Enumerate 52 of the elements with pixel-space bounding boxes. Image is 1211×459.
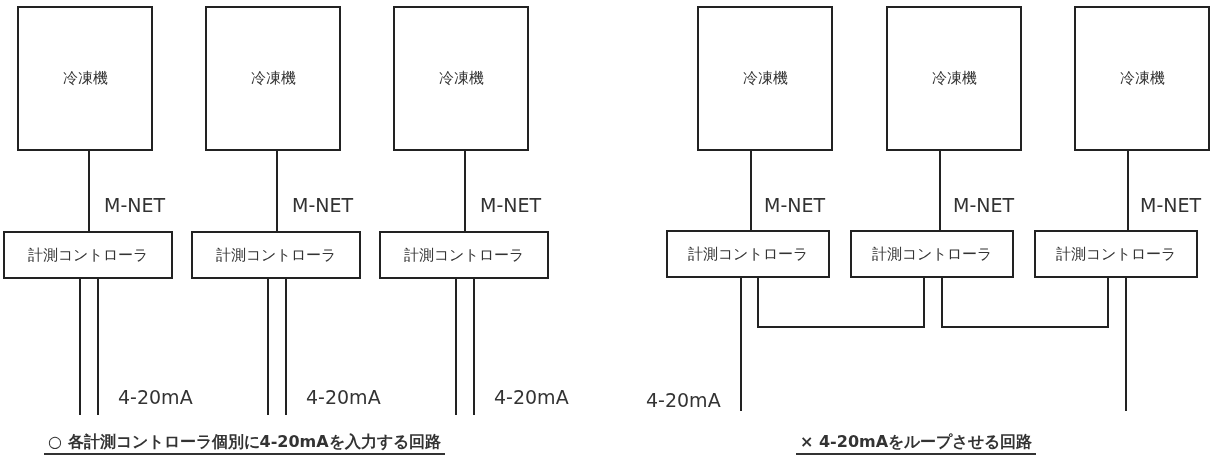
box-label: 計測コントローラ [872, 244, 992, 264]
connection-line [1127, 150, 1129, 231]
chiller-box [17, 6, 153, 151]
chiller-box [697, 6, 833, 151]
edge-label: M-NET [292, 194, 354, 216]
edge-label: M-NET [764, 194, 826, 216]
box-label: 冷凍機 [62, 69, 108, 88]
signal-wire [79, 278, 81, 416]
edge-label: M-NET [953, 194, 1015, 216]
box-label: 冷凍機 [931, 69, 977, 88]
edge-label: M-NET [104, 194, 166, 216]
box-label: 計測コントローラ [216, 245, 336, 265]
box-label: 計測コントローラ [688, 244, 808, 264]
box-label: 冷凍機 [250, 69, 296, 88]
chiller-box [886, 6, 1022, 151]
signal-wire [473, 278, 475, 416]
connection-line [750, 150, 752, 231]
chiller-box [205, 6, 341, 151]
signal-label: 4-20mA [306, 386, 381, 408]
signal-label: 4-20mA [118, 386, 193, 408]
controller-box [3, 231, 173, 279]
signal-label: 4-20mA [646, 389, 721, 411]
box-label: 計測コントローラ [1056, 244, 1176, 264]
caption: × 4-20mAをループさせる回路 [796, 432, 1037, 455]
edge-label: M-NET [480, 194, 542, 216]
edge-label: M-NET [1140, 194, 1202, 216]
signal-wire [97, 278, 99, 416]
box-label: 冷凍機 [438, 69, 484, 88]
box-label: 計測コントローラ [404, 245, 524, 265]
connection-line [464, 150, 466, 232]
signal-wire [455, 278, 457, 416]
controller-box [379, 231, 549, 279]
chiller-box [393, 6, 529, 151]
box-label: 冷凍機 [742, 69, 788, 88]
signal-label: 4-20mA [494, 386, 569, 408]
controller-box [1034, 230, 1198, 278]
connection-line [88, 150, 90, 232]
controller-box [666, 230, 830, 278]
connection-line [941, 277, 1109, 328]
box-label: 冷凍機 [1119, 69, 1165, 88]
controller-box [850, 230, 1014, 278]
signal-wire [740, 277, 742, 412]
chiller-box [1074, 6, 1210, 151]
signal-wire [1125, 277, 1127, 412]
signal-wire [285, 278, 287, 416]
signal-wire [267, 278, 269, 416]
connection-line [939, 150, 941, 231]
box-label: 計測コントローラ [28, 245, 148, 265]
connection-line [757, 277, 925, 328]
connection-line [276, 150, 278, 232]
controller-box [191, 231, 361, 279]
caption: ○ 各計測コントローラ個別に4-20mAを入力する回路 [44, 432, 445, 455]
